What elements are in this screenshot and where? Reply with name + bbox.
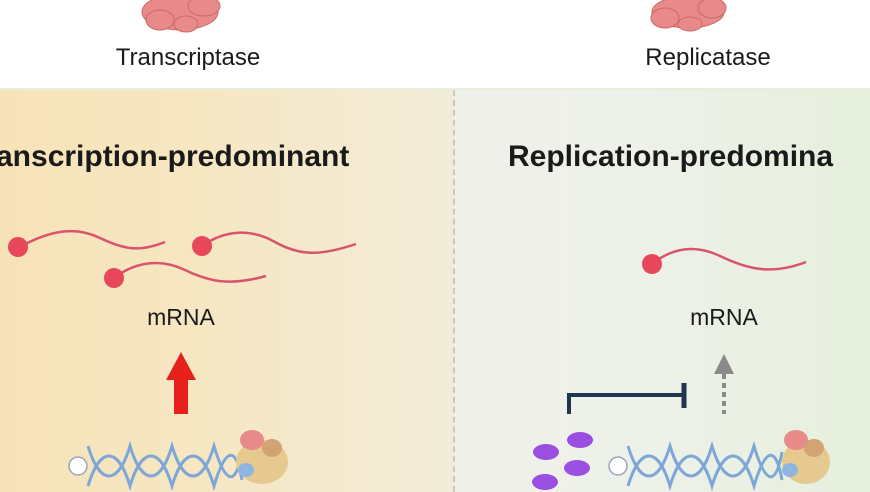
mrna-strand (192, 231, 357, 256)
replicatase-label: Replicatase (645, 44, 771, 71)
replication-panel-title: Replication-predomina (508, 140, 834, 173)
dna-helix-icon (68, 440, 244, 492)
mrna-label-right: mRNA (690, 304, 758, 330)
mrna-strand (104, 261, 267, 288)
transcriptase-label: Transcriptase (115, 44, 261, 71)
polymerase-complex-icon (782, 430, 830, 484)
replication-panel (454, 90, 870, 492)
transcription-panel-title: anscription-predominant (0, 140, 350, 173)
panel-divider (453, 90, 455, 492)
polymerase-complex-icon (236, 430, 288, 484)
mrna-strand (642, 247, 807, 274)
transcriptase-enzyme-icon (141, 0, 221, 33)
mrna-label-left: mRNA (147, 304, 215, 330)
mrna-strand (8, 229, 166, 257)
transcription-panel (0, 90, 454, 492)
replicatase-enzyme-icon (650, 0, 727, 32)
upregulation-arrow-icon (166, 352, 196, 414)
dna-helix-icon (608, 440, 784, 492)
reduced-transcription-arrow-icon (714, 354, 734, 414)
inhibition-icon (567, 383, 687, 414)
inhibitor-molecules-icon (532, 432, 593, 490)
